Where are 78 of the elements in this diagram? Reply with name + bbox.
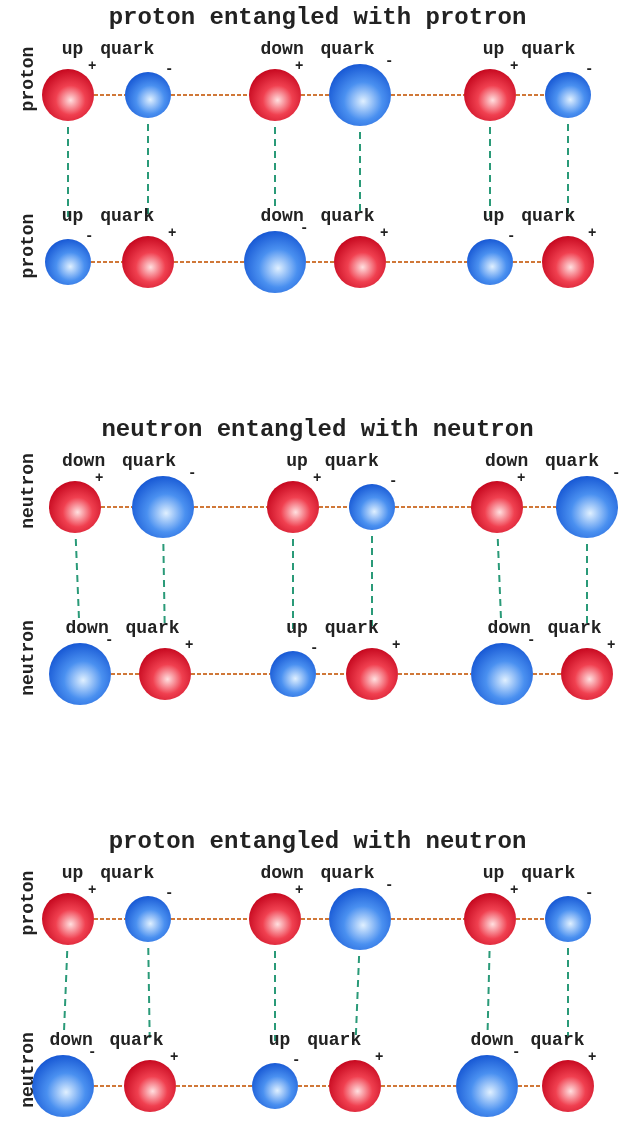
panel-title: proton entangled with neutron — [108, 828, 527, 855]
quark-label: up quark — [61, 39, 155, 59]
quark-label: up quark — [268, 1030, 362, 1050]
quark-label: up quark — [286, 618, 379, 638]
charge-sign: - — [612, 466, 621, 480]
charge-sign: - — [585, 886, 594, 900]
charge-sign: + — [88, 59, 97, 73]
dotted-line — [512, 261, 543, 263]
charge-sign: - — [385, 878, 394, 892]
quark-label: up quark — [61, 863, 155, 883]
charge-sign: + — [313, 471, 322, 485]
dotted-line — [110, 673, 140, 675]
dashed-line — [147, 123, 149, 215]
charge-sign: - — [165, 62, 174, 76]
panel-title: neutron entangled with neutron — [101, 416, 534, 443]
quark-label: up quark — [482, 206, 576, 226]
dotted-line — [305, 261, 335, 263]
charge-sign: - — [310, 641, 319, 655]
quark-label: up quark — [286, 451, 379, 471]
dotted-line — [175, 1085, 253, 1087]
dotted-line — [515, 918, 546, 920]
dotted-line — [170, 918, 250, 920]
dashed-line — [371, 535, 373, 627]
quark-label: up quark — [61, 206, 155, 226]
charge-sign: + — [607, 638, 616, 652]
dotted-line — [300, 94, 330, 96]
quark-label: up quark — [482, 39, 576, 59]
dotted-line — [318, 506, 350, 508]
charge-sign: - — [507, 229, 516, 243]
row-label: neutron — [18, 620, 38, 696]
charge-sign: + — [88, 883, 97, 897]
charge-sign: + — [295, 883, 304, 897]
charge-sign: + — [510, 883, 519, 897]
charge-sign: - — [85, 229, 94, 243]
dotted-line — [385, 261, 468, 263]
charge-sign: - — [585, 62, 594, 76]
charge-sign: - — [292, 1053, 301, 1067]
row-label: proton — [18, 213, 38, 279]
dotted-line — [517, 1085, 543, 1087]
charge-sign: + — [295, 59, 304, 73]
quark-label: down quark — [485, 451, 599, 471]
dotted-line — [522, 506, 557, 508]
quark-label: down quark — [62, 451, 176, 471]
charge-sign: + — [170, 1050, 179, 1064]
dotted-line — [315, 673, 347, 675]
charge-sign: + — [185, 638, 194, 652]
dotted-line — [170, 94, 250, 96]
dotted-line — [394, 506, 472, 508]
charge-sign: + — [380, 226, 389, 240]
row-label: proton — [18, 46, 38, 112]
row-label: neutron — [18, 453, 38, 529]
dotted-line — [93, 1085, 125, 1087]
row-label: neutron — [18, 1032, 38, 1108]
dotted-line — [173, 261, 245, 263]
charge-sign: + — [375, 1050, 384, 1064]
charge-sign: + — [510, 59, 519, 73]
dashed-line — [274, 950, 276, 1042]
quark-label: down quark — [260, 863, 375, 883]
charge-sign: + — [168, 226, 177, 240]
quark-label: down quark — [260, 39, 375, 59]
dashed-line — [292, 538, 294, 630]
row-label: proton — [18, 870, 38, 936]
charge-sign: - — [165, 886, 174, 900]
dotted-line — [300, 918, 330, 920]
charge-sign: - — [188, 466, 197, 480]
charge-sign: + — [95, 471, 104, 485]
dashed-line — [67, 126, 69, 218]
charge-sign: + — [517, 471, 526, 485]
dotted-line — [532, 673, 562, 675]
panel-title: proton entangled with protron — [108, 4, 527, 31]
dotted-line — [380, 1085, 457, 1087]
charge-sign: + — [392, 638, 401, 652]
dotted-line — [515, 94, 546, 96]
charge-sign: + — [588, 1050, 597, 1064]
charge-sign: - — [389, 474, 398, 488]
charge-sign: + — [588, 226, 597, 240]
quark-label: up quark — [482, 863, 576, 883]
charge-sign: - — [385, 54, 394, 68]
